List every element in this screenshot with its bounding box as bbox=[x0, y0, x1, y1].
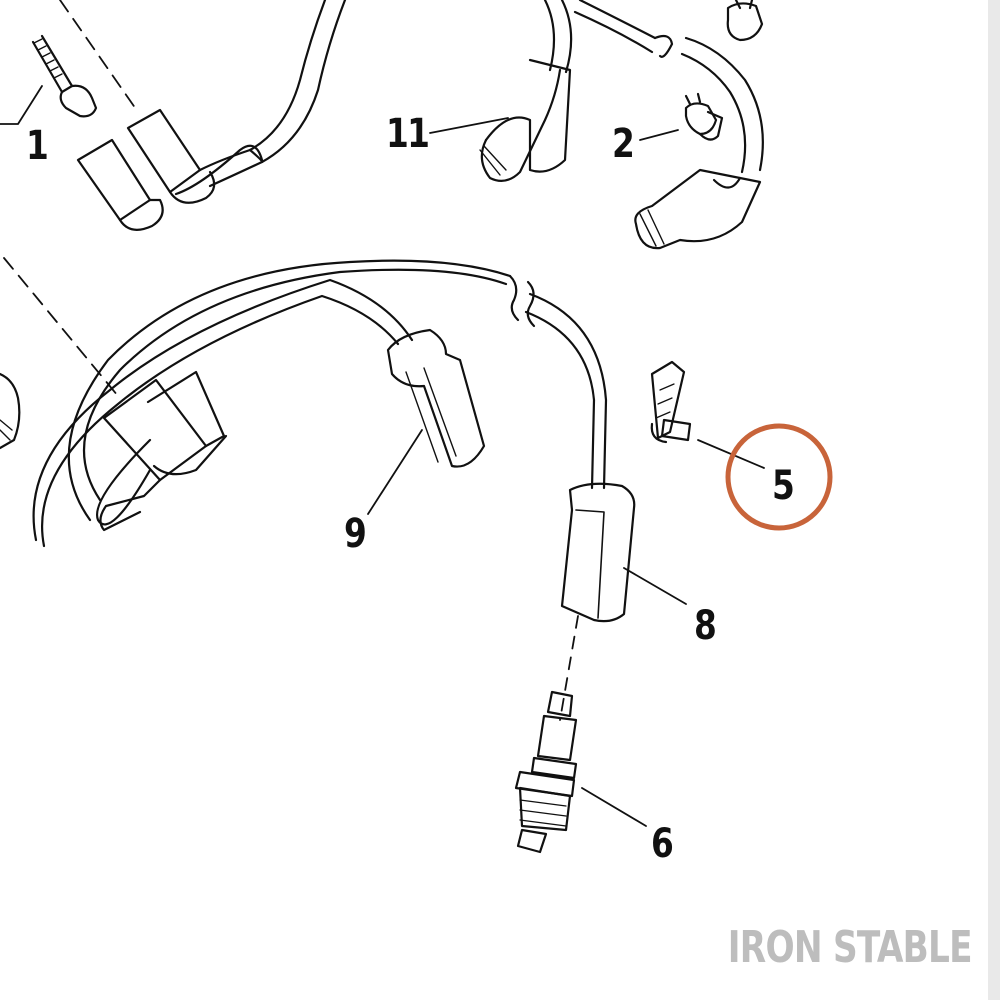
part-2-clip bbox=[684, 92, 724, 141]
highlight-circle-5 bbox=[725, 423, 833, 531]
leader-lines bbox=[367, 117, 765, 827]
watermark-logo: IRON STABLE bbox=[728, 922, 973, 973]
callout-1: 1 bbox=[26, 123, 49, 169]
callout-8: 8 bbox=[694, 603, 717, 649]
part-5-clip bbox=[650, 360, 692, 444]
callout-6: 6 bbox=[651, 821, 674, 867]
upper-right-wire bbox=[479, 0, 764, 250]
callout-9: 9 bbox=[344, 511, 367, 557]
callout-11: 11 bbox=[386, 111, 430, 157]
lower-wire-assembly bbox=[0, 259, 608, 548]
part-6-spark-plug bbox=[514, 690, 578, 854]
callout-2: 2 bbox=[612, 121, 635, 167]
callout-5: 5 bbox=[772, 463, 795, 509]
upper-wire-assembly bbox=[76, 0, 347, 231]
dashed-guides bbox=[3, 0, 139, 397]
top-clip bbox=[726, 0, 764, 42]
part-1-bolt bbox=[0, 34, 98, 125]
right-edge-strip bbox=[988, 0, 1000, 1000]
plug-dashed-guide bbox=[559, 615, 579, 721]
part-8-boot bbox=[560, 482, 636, 623]
